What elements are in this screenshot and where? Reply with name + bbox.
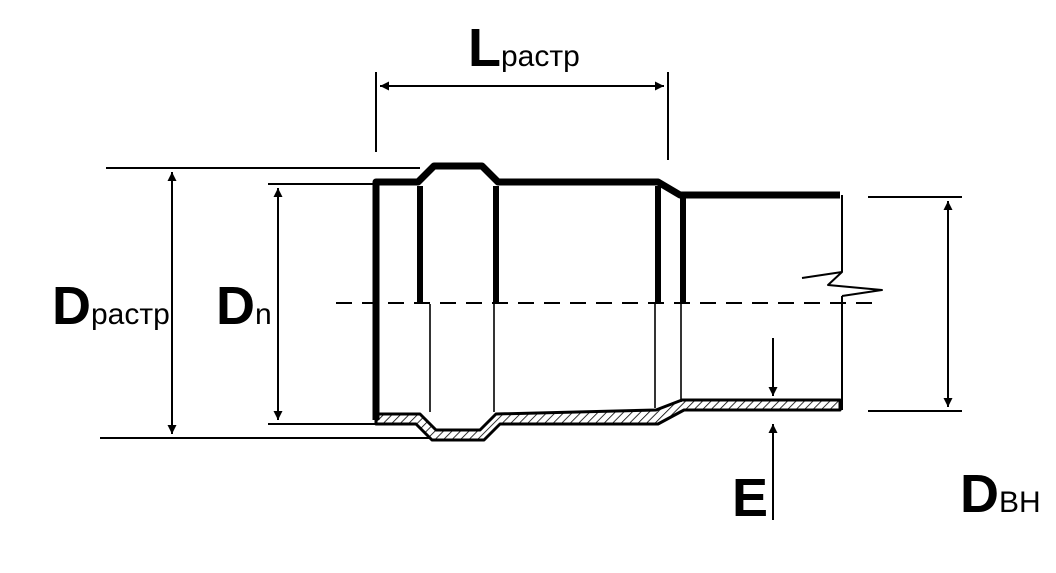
label-d-socket: Dраcтр: [52, 276, 170, 336]
dimension-d-socket: [100, 167, 430, 439]
dimension-d-inner: [868, 196, 962, 412]
dimension-dn: [268, 183, 376, 425]
pipe-break-line: [801, 271, 883, 297]
label-dn: Dn: [216, 276, 272, 336]
wall-section-hatched: [374, 398, 842, 442]
pipe-top-contour: [372, 162, 840, 420]
label-l-socket: Lраcтр: [468, 18, 580, 78]
dimension-l-socket: [375, 72, 669, 160]
pipe-body: [372, 162, 883, 420]
label-d-inner: DВН: [960, 464, 1041, 524]
label-e: E: [732, 468, 768, 528]
